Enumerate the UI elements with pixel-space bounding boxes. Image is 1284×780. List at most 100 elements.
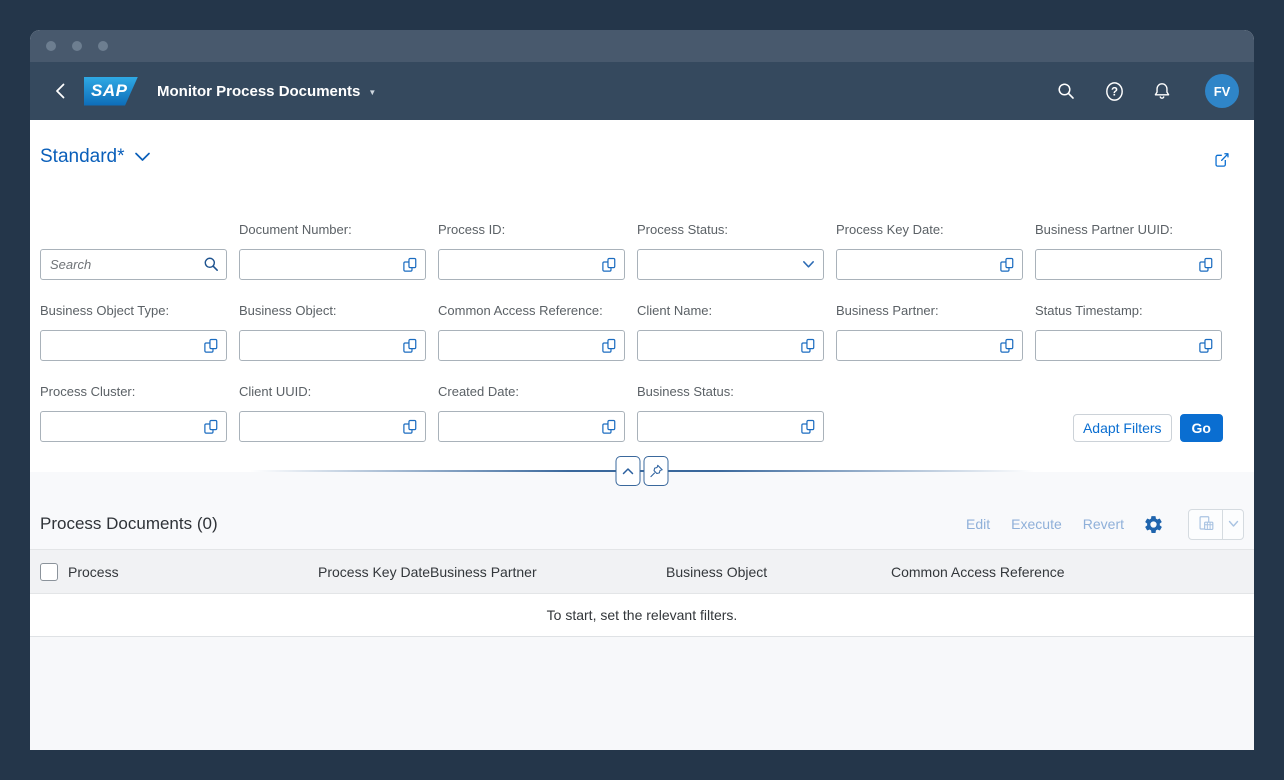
value-help-icon[interactable] — [196, 331, 226, 360]
filter-field-client-uuid: Client UUID: — [239, 382, 426, 442]
value-help-icon[interactable] — [395, 250, 425, 279]
filter-field-process-cluster: Process Cluster: — [40, 382, 227, 442]
value-help-icon[interactable] — [992, 331, 1022, 360]
value-help-icon[interactable] — [395, 412, 425, 441]
export-button[interactable] — [1189, 510, 1222, 539]
filter-field-label: Business Object Type: — [40, 301, 227, 321]
table-header-row: ProcessProcess Key DateBusiness PartnerB… — [30, 549, 1254, 594]
window-titlebar — [30, 30, 1254, 62]
title-dropdown-icon: ▼ — [368, 88, 376, 97]
filter-field-business-partner: Business Partner: — [836, 301, 1023, 361]
variant-title: Standard* — [40, 146, 125, 168]
value-help-icon[interactable] — [793, 331, 823, 360]
value-help-icon[interactable] — [1191, 250, 1221, 279]
search-icon — [1055, 80, 1077, 102]
column-header-process-key-date[interactable]: Process Key Date — [318, 564, 430, 580]
filter-field-label: Common Access Reference: — [438, 301, 625, 321]
user-avatar[interactable]: FV — [1205, 74, 1239, 108]
edit-button[interactable]: Edit — [966, 516, 990, 532]
chevron-up-icon — [622, 466, 635, 476]
filter-field-business-status: Business Status: — [637, 382, 824, 442]
value-help-icon[interactable] — [793, 412, 823, 441]
value-help-icon[interactable] — [395, 331, 425, 360]
filter-field-label: Business Object: — [239, 301, 426, 321]
pin-filter-button[interactable] — [644, 456, 669, 486]
svg-text:?: ? — [1110, 86, 1117, 98]
question-mark-icon: ? — [1103, 80, 1126, 103]
app-title-menu[interactable]: Monitor Process Documents ▼ — [157, 83, 376, 100]
chevron-down-icon — [1228, 520, 1239, 528]
share-button[interactable] — [1208, 146, 1236, 174]
page-content: Standard* Adapt Filters Go — [30, 120, 1254, 750]
filter-field-process-key-date: Process Key Date: — [836, 220, 1023, 280]
value-help-icon[interactable] — [196, 412, 226, 441]
table-empty-row: To start, set the relevant filters. — [30, 594, 1254, 637]
field-search-icon[interactable] — [196, 250, 226, 279]
chevron-down-icon — [134, 151, 151, 163]
adapt-filters-button[interactable]: Adapt Filters — [1073, 414, 1172, 442]
value-help-icon[interactable] — [1191, 331, 1221, 360]
filter-field-label: Status Timestamp: — [1035, 301, 1222, 321]
help-button[interactable]: ? — [1101, 78, 1127, 104]
shell-bar: SAP Monitor Process Documents ▼ ? — [30, 62, 1254, 120]
filter-field-search — [40, 220, 227, 280]
settings-button[interactable] — [1140, 511, 1166, 537]
search-button[interactable] — [1053, 78, 1079, 104]
filter-field-label: Process Key Date: — [836, 220, 1023, 240]
table-actions: Edit Execute Revert — [966, 509, 1244, 540]
filter-field-label: Process Cluster: — [40, 382, 227, 402]
page-title: Monitor Process Documents — [157, 83, 360, 100]
execute-button[interactable]: Execute — [1011, 516, 1062, 532]
table-title: Process Documents (0) — [40, 514, 218, 534]
revert-button[interactable]: Revert — [1083, 516, 1124, 532]
filter-field-label — [40, 220, 227, 240]
column-header-process[interactable]: Process — [68, 564, 318, 580]
sap-logo-text: SAP — [91, 81, 127, 101]
variant-selector[interactable]: Standard* — [40, 146, 151, 168]
filter-field-status-timestamp: Status Timestamp: — [1035, 301, 1222, 361]
export-spreadsheet-icon — [1196, 514, 1216, 534]
app-window: SAP Monitor Process Documents ▼ ? — [30, 30, 1254, 750]
select-dropdown-icon[interactable] — [793, 250, 823, 279]
column-header-common-access-reference[interactable]: Common Access Reference — [891, 564, 1254, 580]
filter-field-label: Business Status: — [637, 382, 824, 402]
share-icon — [1211, 149, 1233, 171]
filter-field-client-name: Client Name: — [637, 301, 824, 361]
select-all-checkbox[interactable] — [40, 563, 58, 581]
column-header-business-object[interactable]: Business Object — [666, 564, 891, 580]
value-help-icon[interactable] — [594, 250, 624, 279]
gear-icon — [1143, 514, 1164, 535]
select-all-cell — [40, 563, 68, 581]
value-help-icon[interactable] — [594, 331, 624, 360]
filter-field-common-access-reference: Common Access Reference: — [438, 301, 625, 361]
window-control-dot[interactable] — [46, 41, 56, 51]
filter-field-label: Created Date: — [438, 382, 625, 402]
filter-field-document-number: Document Number: — [239, 220, 426, 280]
bell-icon — [1151, 80, 1173, 102]
export-split-button — [1188, 509, 1244, 540]
filter-field-label: Process ID: — [438, 220, 625, 240]
window-control-dot[interactable] — [72, 41, 82, 51]
column-header-business-partner[interactable]: Business Partner — [430, 564, 666, 580]
filter-field-business-partner-uuid: Business Partner UUID: — [1035, 220, 1222, 280]
sap-logo[interactable]: SAP — [84, 77, 138, 106]
filter-field-process-status: Process Status: — [637, 220, 824, 280]
window-control-dot[interactable] — [98, 41, 108, 51]
filter-actions: Adapt Filters Go — [1073, 414, 1223, 442]
back-chevron-icon — [51, 80, 71, 102]
filter-grid: Adapt Filters Go Document Number: — [30, 174, 1254, 442]
filter-field-created-date: Created Date: — [438, 382, 625, 442]
table-body-area — [30, 637, 1254, 750]
collapse-filter-button[interactable] — [616, 456, 641, 486]
filter-bar: Standard* Adapt Filters Go — [30, 120, 1254, 472]
go-button[interactable]: Go — [1180, 414, 1223, 442]
value-help-icon[interactable] — [594, 412, 624, 441]
filter-field-label: Client UUID: — [239, 382, 426, 402]
filter-field-label: Document Number: — [239, 220, 426, 240]
value-help-icon[interactable] — [992, 250, 1022, 279]
back-button[interactable] — [48, 76, 74, 106]
export-menu-button[interactable] — [1222, 510, 1243, 539]
filter-field-business-object-type: Business Object Type: — [40, 301, 227, 361]
filter-field-process-id: Process ID: — [438, 220, 625, 280]
notifications-button[interactable] — [1149, 78, 1175, 104]
